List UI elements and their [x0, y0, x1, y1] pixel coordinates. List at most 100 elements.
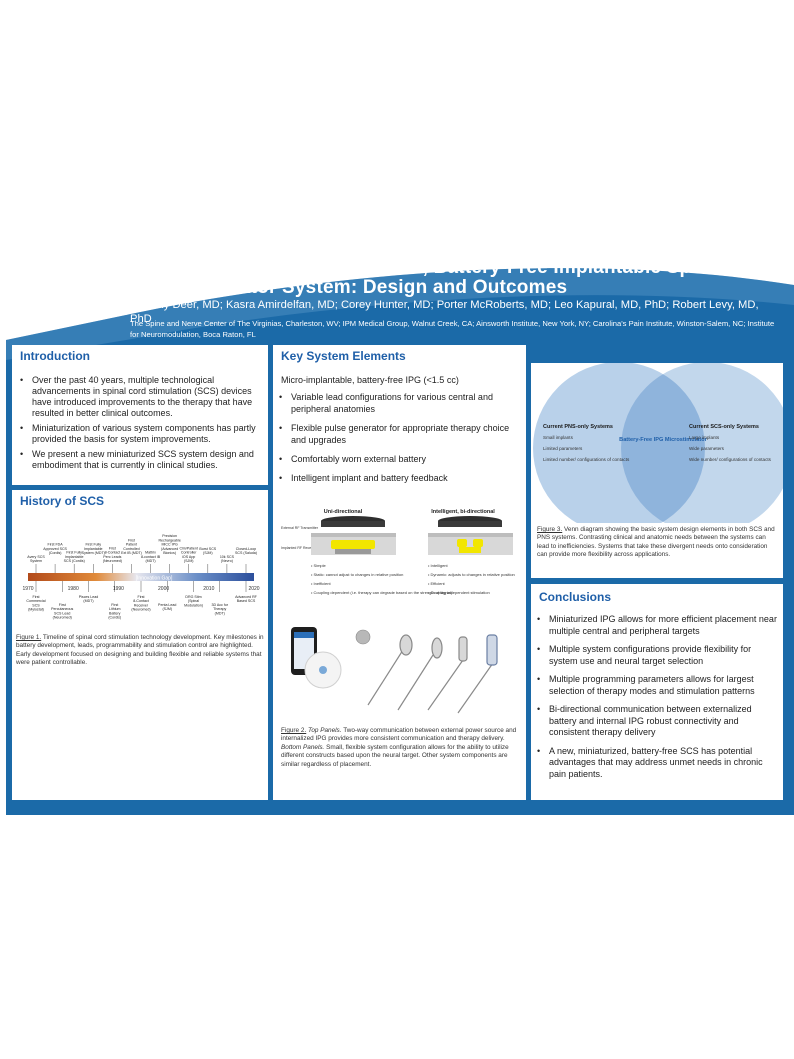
history-heading: History of SCS: [12, 490, 113, 512]
venn-right-item: Wide parameters: [689, 446, 725, 451]
timeline-bottom-event: (Neuromed): [131, 608, 150, 612]
timeline-year-label: 2000: [158, 586, 169, 592]
poster-authors: Timothy Deer, MD; Kasra Amirdelfan, MD; …: [130, 299, 759, 325]
key-element-item: Variable lead configurations for various…: [277, 391, 522, 415]
key-elements-lead: Micro-implantable, battery-free IPG (<1.…: [281, 375, 459, 385]
poster-affiliations: The Spine and Nerve Center of The Virgin…: [130, 319, 775, 339]
timeline-year-label: 1980: [68, 586, 79, 592]
timeline-bottom-event: Advanced RF: [235, 595, 258, 599]
timeline-top-event: Ext IB (MDT): [121, 551, 142, 555]
timeline-bottom-event: (MDT): [83, 599, 93, 603]
introduction-item: Over the past 40 years, multiple technol…: [18, 375, 264, 419]
diagram-point: • Coupling independent stimulation: [428, 590, 490, 595]
venn-right-title: Current SCS-only Systems: [689, 424, 759, 430]
timeline-top-event: Implantable: [65, 555, 84, 559]
figure2-bottom-label: Bottom Panels.: [281, 743, 325, 751]
figure2-text-2: Small, flexible system configuration all…: [281, 743, 509, 768]
timeline-top-event: Mattrix: [145, 551, 156, 555]
conclusion-item: Miniaturized IPG allows for more efficie…: [535, 614, 779, 637]
figure2-caption: Figure 2. Top Panels. Two-way communicat…: [281, 727, 521, 769]
timeline-bottom-event: First: [33, 595, 40, 599]
timeline-top-event: 10k SCS: [220, 555, 235, 559]
timeline-top-event: Patient: [126, 543, 137, 547]
timeline-bottom-event: First: [111, 603, 118, 607]
timeline-top-event: Clin/Patient: [180, 546, 198, 550]
timeline-bottom-event: SCS Lead: [54, 611, 70, 615]
figure2-text-1: Two-way communication between external p…: [281, 727, 517, 743]
key-element-item: Intelligent implant and battery feedback: [277, 472, 522, 484]
timeline-top-event: Implantable: [84, 547, 103, 551]
timeline-top-event: Avery SCS: [27, 555, 45, 559]
key-elements-panel: Key System Elements Micro-implantable, b…: [273, 345, 526, 800]
timeline-top-event: Rechargeable: [158, 538, 180, 542]
external-battery-icon: [304, 651, 342, 689]
external-transmitter-label: External RF Transmitter: [281, 526, 319, 530]
timeline-bottom-event: Percutaneous: [51, 607, 73, 611]
timeline-bar: [28, 573, 254, 581]
timeline-top-event: First: [109, 546, 116, 550]
timeline-top-event: (SJM): [184, 559, 194, 563]
timeline-bottom-event: 3D Acc for: [211, 603, 228, 607]
innovation-gap-label: [Innovation Gap]: [136, 576, 173, 582]
timeline-top-event: First Fully: [66, 551, 82, 555]
timeline-top-event: Controller: [181, 551, 197, 555]
venn-right-item: Large implants: [689, 435, 720, 440]
uni-skin-model: [311, 516, 396, 555]
timeline-top-event: Approved SCS: [43, 547, 67, 551]
poster-title: A Next Generation, Miniaturized, Battery…: [130, 257, 725, 298]
figure3-text: Venn diagram showing the basic system de…: [537, 526, 775, 559]
conclusions-heading: Conclusions: [531, 584, 620, 608]
timeline-bottom-event: Therapy: [213, 607, 226, 611]
timeline-bottom-event: First: [59, 603, 66, 607]
timeline-bottom-event: Lithium: [109, 607, 121, 611]
timeline-bottom-event: Commercial: [26, 599, 45, 603]
timeline-top-event: iOS App: [182, 555, 195, 559]
timeline-year-label: 1990: [113, 586, 124, 592]
venn-left-title: Current PNS-only Systems: [543, 424, 613, 430]
timeline-top-event: First: [128, 538, 135, 542]
timeline-top-event: Burst SCS: [199, 547, 216, 551]
timeline-bottom-event: Receiver: [134, 603, 149, 607]
introduction-heading: Introduction: [12, 345, 98, 367]
venn-left-item: Limited parameters: [543, 446, 583, 451]
diagram-point: • Simple: [311, 563, 327, 568]
header-swoosh: [6, 245, 794, 360]
timeline-top-event: First Fully: [85, 543, 101, 547]
diagram-point: • Static: cannot adjust to changes in re…: [311, 572, 403, 577]
timeline-bottom-event: (Spinal: [188, 599, 199, 603]
timeline-top-event: Perc Leads: [103, 555, 121, 559]
timeline-top-event: Precision: [162, 534, 177, 538]
timeline-bottom-event: (Cordis): [108, 616, 121, 620]
communication-diagram: Uni-directional Intelligent, bi-directio…: [281, 509, 515, 595]
diagram-point: • Coupling dependent (i.e. therapy can d…: [311, 590, 453, 595]
timeline-year-label: 2020: [248, 586, 259, 592]
figure1-label: Figure 1.: [16, 634, 42, 641]
timeline-top-event: SCS (Cordis): [64, 559, 85, 563]
conclusions-list: Miniaturized IPG allows for more efficie…: [535, 614, 779, 784]
venn-panel: Current PNS-only Systems Small implants …: [531, 363, 783, 578]
venn-left-item: Limited number/ configurations of contac…: [543, 457, 630, 462]
timeline-year-label: 2010: [203, 586, 214, 592]
key-elements-list: Variable lead configurations for various…: [277, 391, 522, 488]
timeline-bottom-event: First: [138, 595, 145, 599]
figure3-caption: Figure 3. Venn diagram showing the basic…: [537, 526, 779, 560]
key-element-item: Flexible pulse generator for appropriate…: [277, 422, 522, 446]
diagram-point: • Dynamic: adjusts to changes in relativ…: [428, 572, 515, 577]
timeline-top-event: (Advanced: [161, 547, 178, 551]
timeline-bottom-event: (SJM): [162, 607, 172, 611]
timeline-bottom-event: (Mylostat): [28, 608, 44, 612]
diagram-point: • Intelligent: [428, 563, 449, 568]
introduction-item: We present a new miniaturized SCS system…: [18, 449, 264, 471]
timeline-bottom-event: Based SCS: [237, 599, 256, 603]
timeline-bottom-event: 8-Contact: [133, 599, 149, 603]
device-components-illustration: [291, 627, 498, 714]
timeline-top-event: Controlled: [123, 547, 139, 551]
conclusion-item: Multiple system configurations provide f…: [535, 644, 779, 667]
timeline-bottom-event: DRG Stim: [185, 595, 201, 599]
timeline-bottom-event: (Neuromed): [53, 616, 72, 620]
timeline-top-event: (Nevro): [221, 559, 233, 563]
timeline-top-event: 8-contact IB: [141, 555, 161, 559]
figure3-label: Figure 3.: [537, 526, 563, 533]
